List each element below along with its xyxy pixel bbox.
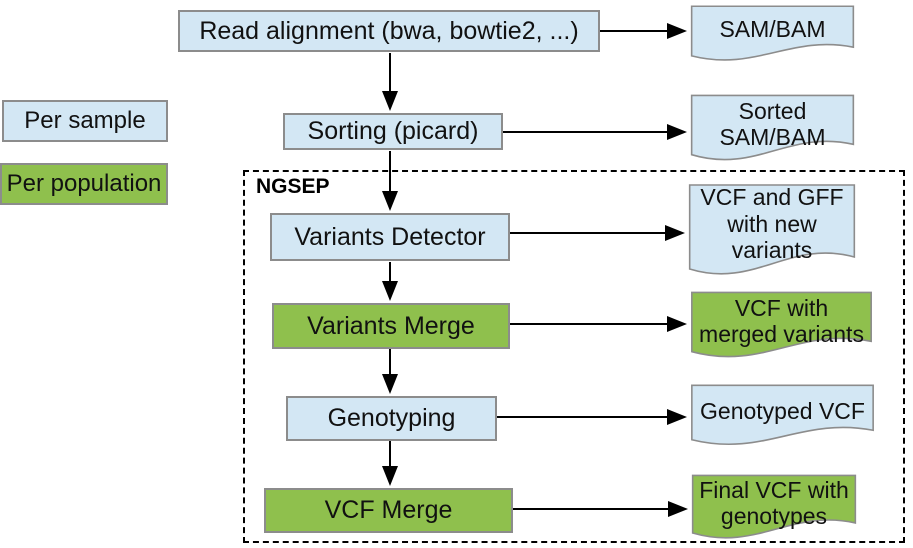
node-genotyping-label: Genotyping xyxy=(327,404,456,432)
doc-sorted-sam-bam-label: Sorted SAM/BAM xyxy=(719,97,826,150)
doc-genotyped-vcf: Genotyped VCF xyxy=(690,384,875,452)
node-sorting: Sorting (picard) xyxy=(283,113,503,150)
node-variants-detector-label: Variants Detector xyxy=(294,222,486,251)
ngsep-group-label: NGSEP xyxy=(256,175,330,198)
node-genotyping: Genotyping xyxy=(286,396,497,441)
ngsep-group-box xyxy=(243,170,905,543)
node-read-alignment: Read alignment (bwa, bowtie2, ...) xyxy=(178,10,600,52)
doc-vcf-merged-variants-label: VCF with merged variants xyxy=(699,294,864,347)
legend-per-sample: Per sample xyxy=(2,100,168,142)
document-shape-icon xyxy=(690,94,855,168)
doc-vcf-merged-variants: VCF with merged variants xyxy=(690,291,873,365)
legend-per-sample-label: Per sample xyxy=(24,107,146,134)
node-variants-detector: Variants Detector xyxy=(270,213,510,261)
document-shape-icon xyxy=(690,291,873,365)
doc-final-vcf-genotypes: Final VCF with genotypes xyxy=(691,474,857,546)
document-shape-icon xyxy=(691,474,857,546)
doc-genotyped-vcf-label: Genotyped VCF xyxy=(700,397,865,424)
node-sorting-label: Sorting (picard) xyxy=(307,117,479,145)
document-shape-icon xyxy=(690,384,875,452)
node-vcf-merge-label: VCF Merge xyxy=(324,496,453,524)
node-vcf-merge: VCF Merge xyxy=(264,488,513,533)
document-shape-icon xyxy=(688,183,856,283)
doc-sorted-sam-bam: Sorted SAM/BAM xyxy=(690,94,855,168)
doc-sam-bam-label: SAM/BAM xyxy=(719,15,826,42)
doc-sam-bam: SAM/BAM xyxy=(690,5,855,67)
legend-per-population: Per population xyxy=(0,163,168,205)
doc-final-vcf-genotypes-label: Final VCF with genotypes xyxy=(699,476,849,529)
node-variants-merge: Variants Merge xyxy=(272,303,510,349)
document-shape-icon xyxy=(690,5,855,67)
node-read-alignment-label: Read alignment (bwa, bowtie2, ...) xyxy=(199,16,579,45)
doc-vcf-gff-new-variants-label: VCF and GFF with new variants xyxy=(700,184,844,264)
legend-per-population-label: Per population xyxy=(6,170,162,197)
node-variants-merge-label: Variants Merge xyxy=(307,311,475,340)
doc-vcf-gff-new-variants: VCF and GFF with new variants xyxy=(688,183,856,283)
